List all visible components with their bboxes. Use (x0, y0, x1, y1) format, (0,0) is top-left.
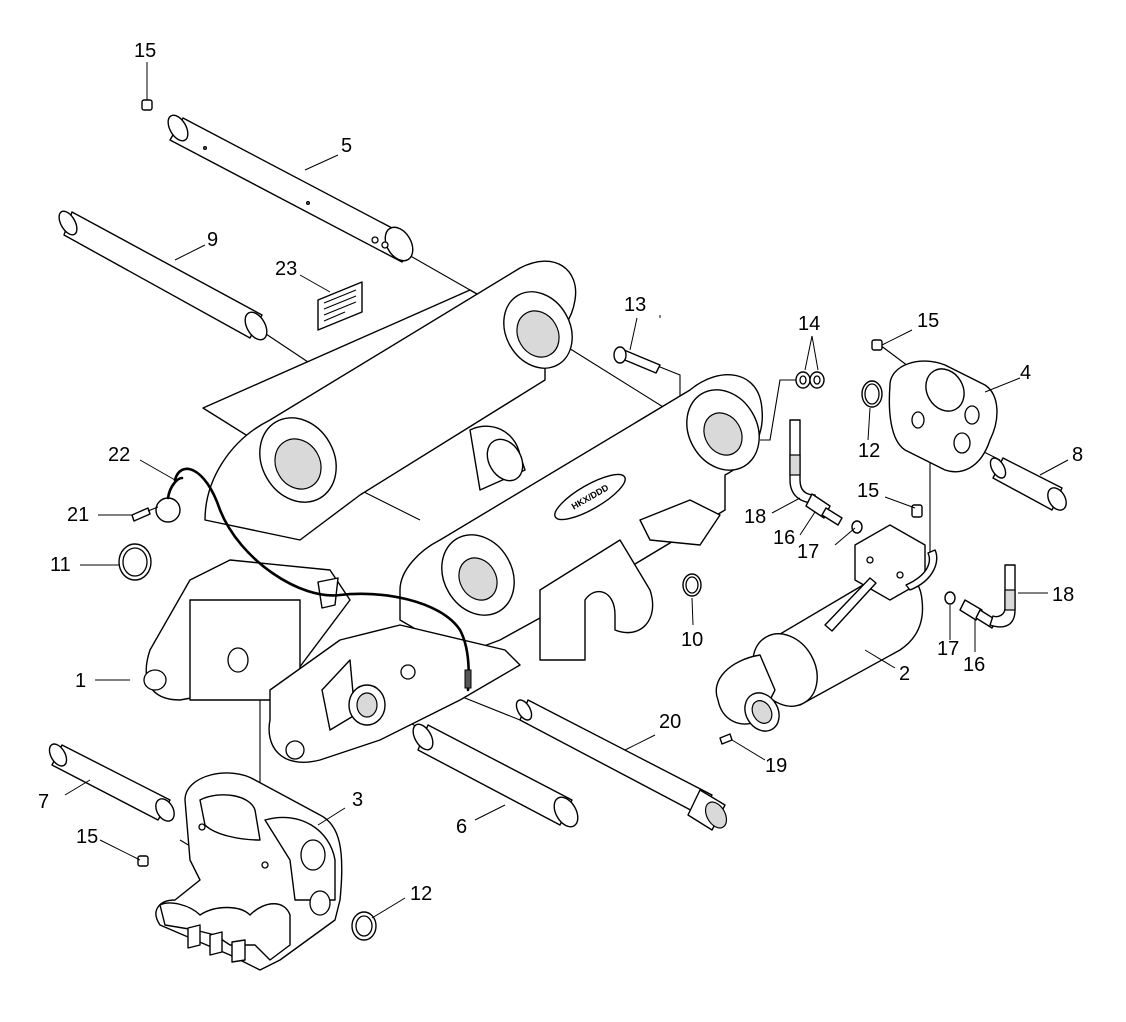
callout-2: 2 (899, 663, 910, 685)
callout-23: 23 (275, 258, 297, 280)
callout-20: 20 (659, 711, 681, 733)
callout-4: 4 (1020, 362, 1031, 384)
callout-1: 1 (75, 670, 86, 692)
callout-18-upper: 18 (744, 506, 766, 528)
circlip-12-lower (351, 911, 377, 941)
hydraulic-cylinder-2 (715, 524, 938, 732)
callout-10: 10 (681, 629, 703, 651)
callout-6: 6 (456, 816, 467, 838)
bolt-13 (613, 346, 661, 374)
frame-body: HKX/DDD (143, 260, 763, 763)
callout-15-left: 15 (76, 826, 98, 848)
callout-3: 3 (352, 789, 363, 811)
locking-pin-20 (515, 699, 728, 831)
pin-8 (989, 457, 1067, 511)
callout-9: 9 (207, 229, 218, 251)
callout-17-upper: 17 (797, 541, 819, 563)
cylinder-mount-4 (888, 360, 998, 473)
grease-nipple-15-left (137, 855, 149, 867)
pin-6 (412, 723, 579, 828)
callout-17-lower: 17 (937, 638, 959, 660)
callout-22: 22 (108, 444, 130, 466)
callout-12-upper: 12 (858, 440, 880, 462)
circlip-12-upper (861, 380, 883, 408)
hose-18-lower (989, 564, 1016, 628)
clip-19 (719, 733, 733, 745)
callout-15-upper-right: 15 (917, 310, 939, 332)
seal-17-upper (851, 520, 863, 534)
pin-7 (48, 743, 175, 822)
pin-5 (167, 114, 414, 263)
circlip-10 (682, 573, 702, 597)
grease-nipple-15-right (911, 504, 923, 518)
fitting-16-upper (805, 493, 843, 526)
callout-15-top: 15 (134, 40, 156, 62)
callout-14: 14 (798, 313, 820, 335)
circlip-11 (118, 543, 152, 581)
grease-nipple-15-top (141, 99, 153, 111)
callout-12-lower: 12 (410, 883, 432, 905)
grease-nipple-15-upper-right (871, 339, 883, 351)
callout-19: 19 (765, 755, 787, 777)
safety-cable-22 (155, 467, 472, 692)
lower-hook-3 (155, 772, 343, 971)
hose-18-upper (789, 419, 816, 504)
callout-15-right: 15 (857, 480, 879, 502)
callout-16-upper: 16 (773, 527, 795, 549)
callout-11: 11 (50, 554, 71, 576)
callout-5: 5 (341, 135, 352, 157)
data-plate-23 (317, 281, 363, 331)
safety-clip-21 (131, 506, 159, 522)
nuts-14 (795, 371, 825, 389)
callout-7: 7 (38, 791, 49, 813)
callout-leaders (64, 62, 1069, 919)
callout-8: 8 (1072, 444, 1083, 466)
callout-labels: 15 5 9 23 22 21 11 1 7 15 3 12 6 20 10 1… (38, 40, 1083, 905)
callout-13: 13 (624, 294, 646, 316)
pin-9 (58, 210, 268, 341)
callout-16-lower: 16 (963, 654, 985, 676)
callout-21: 21 (67, 504, 89, 526)
callout-18-lower: 18 (1052, 584, 1074, 606)
seal-17-lower (944, 591, 956, 605)
